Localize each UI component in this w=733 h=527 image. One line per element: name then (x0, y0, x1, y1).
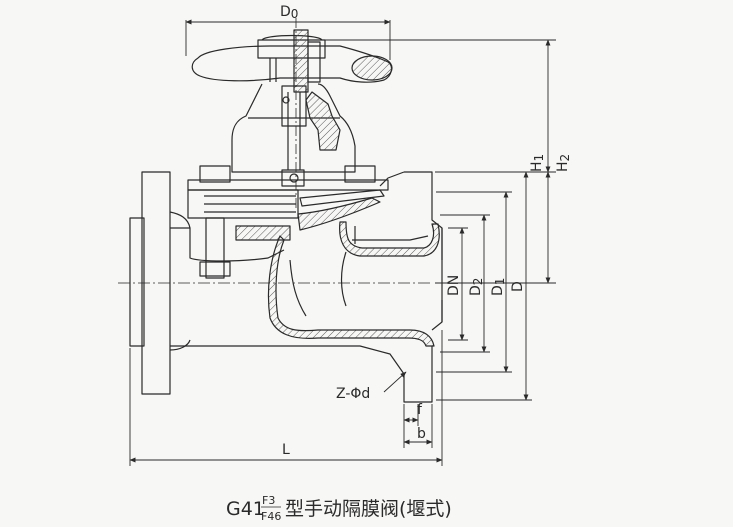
dim-label-l: L (282, 442, 290, 458)
dim-label-f: f (417, 402, 423, 418)
bonnet-flange (187, 165, 389, 279)
bonnet (231, 18, 356, 210)
dim-label-d0: D0 (280, 4, 298, 21)
caption-title: 型手动隔膜阀(堰式) (285, 498, 452, 520)
caption-model: G41 (226, 498, 265, 520)
dim-label-dn: DN (446, 275, 462, 296)
valve-body (170, 171, 443, 403)
lining (267, 221, 440, 347)
handwheel (191, 29, 393, 93)
dim-label-d2: D2 (468, 278, 485, 296)
dim-label-h1: H1 (529, 154, 546, 172)
caption-subscript: F46 (261, 510, 281, 523)
dim-label-b: b (417, 426, 426, 442)
caption-superscript: F3 (262, 494, 275, 507)
dim-label-d: D (510, 281, 526, 292)
dim-label-z-phi-d: Z-Φd (336, 386, 370, 402)
dim-label-h2: H2 (555, 154, 572, 172)
drawing-caption: G41 F3 F46 型手动隔膜阀(堰式) (226, 494, 452, 523)
dim-label-d1: D1 (490, 278, 507, 296)
diaphragm (297, 189, 385, 231)
